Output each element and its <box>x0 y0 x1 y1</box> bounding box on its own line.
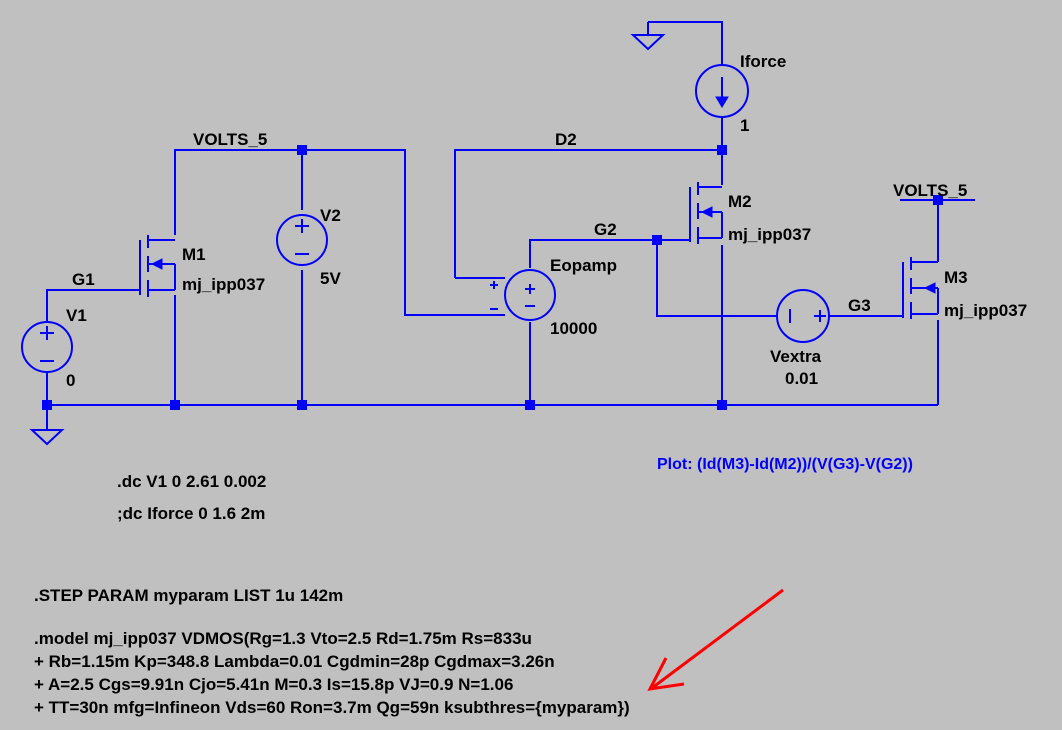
model-line: + Rb=1.15m Kp=348.8 Lambda=0.01 Cgdmin=2… <box>34 652 555 671</box>
junction-dot <box>933 195 943 205</box>
m3-model: mj_ipp037 <box>944 301 1027 320</box>
dc-comment[interactable]: ;dc Iforce 0 1.6 2m <box>117 504 265 523</box>
v2-value: 5V <box>320 269 341 288</box>
g1-wire <box>46 289 140 322</box>
dc-directive[interactable]: .dc V1 0 2.61 0.002 <box>117 472 266 491</box>
volts5-rail-wire <box>174 149 505 316</box>
junction-dot <box>717 400 727 410</box>
v1-value: 0 <box>66 371 75 390</box>
g2-vextra-wire <box>656 240 777 317</box>
junction-dot <box>717 145 727 155</box>
net-label-d2: D2 <box>555 130 577 149</box>
model-line: + TT=30n mfg=Infineon Vds=60 Ron=3.7m Qg… <box>34 698 630 717</box>
model-line: .model mj_ipp037 VDMOS(Rg=1.3 Vto=2.5 Rd… <box>34 629 532 648</box>
eopamp-name: Eopamp <box>550 256 617 275</box>
net-label-volts5: VOLTS_5 <box>193 130 267 149</box>
vextra-name: Vextra <box>770 347 822 366</box>
m3-mosfet[interactable] <box>902 257 939 319</box>
m1-model: mj_ipp037 <box>182 275 265 294</box>
net-label-g2: G2 <box>594 220 617 239</box>
m2-name: M2 <box>728 192 752 211</box>
step-directive[interactable]: .STEP PARAM myparam LIST 1u 142m <box>34 586 343 605</box>
v1-voltage-source[interactable] <box>21 321 73 373</box>
m1-name: M1 <box>182 245 206 264</box>
junction-dot <box>297 145 307 155</box>
iforce-current-source[interactable] <box>695 64 749 118</box>
net-label-volts5-right: VOLTS_5 <box>893 181 967 200</box>
eopamp-source[interactable] <box>455 269 556 321</box>
ground-symbol-top <box>630 34 666 51</box>
iforce-value: 1 <box>740 116 749 135</box>
m2-mosfet[interactable] <box>689 182 723 244</box>
m2-model: mj_ipp037 <box>728 225 811 244</box>
junction-dot <box>170 400 180 410</box>
net-label-g3: G3 <box>848 296 871 315</box>
iforce-top-wire <box>648 21 723 65</box>
model-line: + A=2.5 Cgs=9.91n Cjo=5.41n M=0.3 Is=15.… <box>34 675 513 694</box>
model-directive[interactable]: .model mj_ipp037 VDMOS(Rg=1.3 Vto=2.5 Rd… <box>34 629 630 717</box>
junctions <box>42 145 943 410</box>
junction-dot <box>297 400 307 410</box>
ground-symbol-left <box>29 429 65 446</box>
m3-name: M3 <box>944 268 968 287</box>
junction-dot <box>525 400 535 410</box>
annotation-arrow <box>647 588 784 691</box>
wires <box>46 21 975 430</box>
junction-dot <box>42 400 52 410</box>
plot-expression: Plot: (Id(M3)-Id(M2))/(V(G3)-V(G2)) <box>657 456 913 473</box>
v2-voltage-source[interactable] <box>276 214 328 266</box>
iforce-name: Iforce <box>740 52 786 71</box>
eopamp-value: 10000 <box>550 319 597 338</box>
d2-wire <box>454 149 722 278</box>
g2-wire <box>529 239 690 268</box>
vextra-voltage-source[interactable] <box>776 289 830 343</box>
m1-mosfet[interactable] <box>139 235 176 297</box>
net-label-g1: G1 <box>72 270 95 289</box>
v1-name: V1 <box>66 306 87 325</box>
v2-name: V2 <box>320 206 341 225</box>
junction-dot <box>652 235 662 245</box>
vextra-value: 0.01 <box>785 369 818 388</box>
